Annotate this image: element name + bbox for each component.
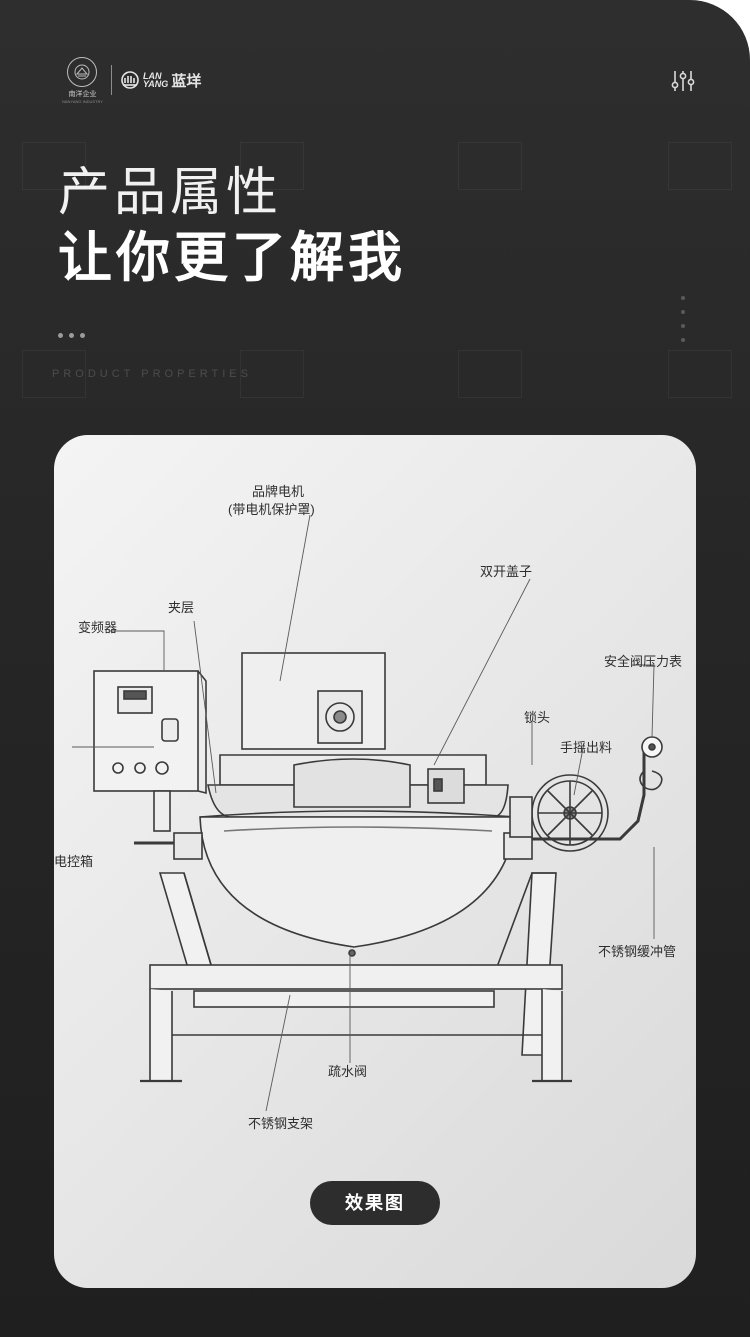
- label-stand: 不锈钢支架: [248, 1116, 314, 1131]
- side-decorative-dots: [681, 296, 685, 342]
- section-english-label: PRODUCT PROPERTIES: [52, 368, 252, 380]
- watermark-logo: [22, 142, 86, 190]
- brand-logo: 南洋企业 NANYANG INDUSTRY LAN YANG 蓝垟: [62, 56, 201, 104]
- watermark-logo: [458, 142, 522, 190]
- brand-mark: LAN YANG 蓝垟: [120, 70, 201, 91]
- label-control-box: 电控箱: [54, 854, 94, 869]
- settings-sliders-icon[interactable]: [668, 66, 698, 96]
- seal-text: 南洋企业: [68, 90, 97, 98]
- page-title: 产品属性: [58, 164, 283, 222]
- brand-latin: LAN YANG: [142, 71, 169, 89]
- watermark-logo: [240, 350, 304, 398]
- label-buffer-pipe: 不锈钢缓冲管: [598, 944, 677, 959]
- label-safety-gauge: 安全阀压力表: [604, 654, 683, 669]
- page-subtitle: 让你更了解我: [58, 228, 406, 288]
- label-motor-cover: (带电机保护罩): [228, 502, 315, 517]
- watermark-logo: [22, 350, 86, 398]
- watermark-logo: [668, 350, 732, 398]
- watermark-logo: [240, 142, 304, 190]
- label-jacket: 夹层: [168, 600, 195, 615]
- company-seal: 南洋企业 NANYANG INDUSTRY: [62, 56, 103, 104]
- label-double-lid: 双开盖子: [480, 564, 533, 579]
- decorative-dots: [58, 333, 85, 338]
- watermark-logo: [458, 350, 522, 398]
- label-brand-motor: 品牌电机: [252, 484, 305, 499]
- brand-name: 蓝垟: [171, 72, 202, 90]
- jacketed-kettle-illustration: [72, 514, 663, 1112]
- seal-emblem-icon: [67, 56, 98, 87]
- label-lock: 锁头: [524, 710, 551, 725]
- label-drain-valve: 疏水阀: [328, 1064, 368, 1079]
- brand-latin-bottom: YANG: [142, 79, 169, 89]
- watermark-logo: [668, 142, 732, 190]
- product-diagram-card: 品牌电机 (带电机保护罩) 双开盖子 夹层 变频器 安全阀压力表 锁头 手摇出料…: [54, 435, 696, 1288]
- label-hand-discharge: 手摇出料: [560, 740, 613, 755]
- brand-symbol-icon: [121, 71, 139, 89]
- label-inverter: 变频器: [78, 620, 118, 635]
- effect-image-caption[interactable]: 效果图: [310, 1181, 440, 1225]
- brand-latin-top: LAN: [142, 71, 162, 81]
- logo-divider: [110, 65, 112, 95]
- seal-subtext: NANYANG INDUSTRY: [62, 98, 103, 104]
